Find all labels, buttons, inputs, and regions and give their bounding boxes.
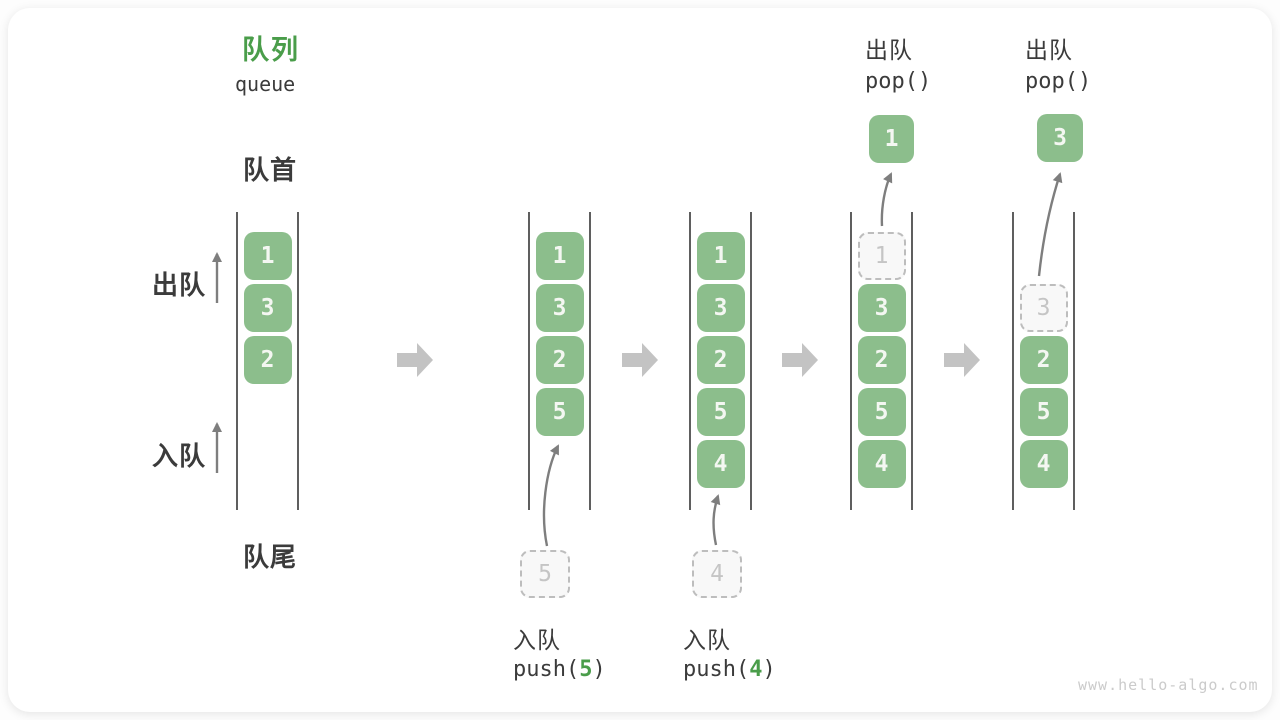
state-4-element-4: 4 bbox=[857, 440, 906, 488]
state-3-element-5: 5 bbox=[696, 388, 745, 436]
staged-element-5: 5 bbox=[520, 550, 570, 598]
label-queue-rear: 队尾 bbox=[243, 542, 298, 572]
enqueue-4-arrow bbox=[710, 494, 721, 546]
code-post: ) bbox=[762, 657, 776, 682]
next-state-arrow-1 bbox=[397, 343, 433, 377]
code-pre: push( bbox=[513, 657, 580, 682]
next-state-arrow-2 bbox=[622, 343, 658, 377]
title-zh: 队列 bbox=[242, 35, 300, 65]
code-arg: 5 bbox=[579, 657, 593, 682]
watermark: www.hello-algo.com bbox=[1078, 676, 1259, 694]
code-pre: push( bbox=[683, 657, 750, 682]
state-4-element-2: 2 bbox=[857, 336, 906, 384]
element-flow-arrows bbox=[212, 172, 1063, 547]
enqueue-op-1-code: push(5) bbox=[513, 657, 606, 682]
state-3-element-1: 1 bbox=[696, 232, 745, 280]
enqueue-op-2-label: 入队 bbox=[683, 627, 731, 653]
enqueue-5-arrow bbox=[542, 444, 560, 547]
state-4-element-5: 5 bbox=[857, 388, 906, 436]
state-1-element-3: 3 bbox=[243, 284, 292, 332]
state-1-element-2: 2 bbox=[243, 336, 292, 384]
state-2-element-2: 2 bbox=[535, 336, 584, 384]
label-queue-front: 队首 bbox=[243, 155, 298, 185]
popped-element-1: 1 bbox=[869, 115, 914, 163]
state-3-element-2: 2 bbox=[696, 336, 745, 384]
state-4-element-1: 1 bbox=[857, 232, 906, 280]
dequeue-3-arrow bbox=[1037, 172, 1063, 277]
next-state-arrow-3 bbox=[782, 343, 818, 377]
next-state-arrow-4 bbox=[944, 343, 980, 377]
state-1-element-1: 1 bbox=[243, 232, 292, 280]
code-post: ) bbox=[592, 657, 606, 682]
state-3-element-3: 3 bbox=[696, 284, 745, 332]
title-en: queue bbox=[235, 72, 296, 96]
state-5-element-4: 4 bbox=[1019, 440, 1068, 488]
label-dequeue-side: 出队 bbox=[152, 270, 207, 300]
state-5-element-3: 3 bbox=[1019, 284, 1068, 332]
code-arg: 4 bbox=[749, 657, 763, 682]
dequeue-op-1-code: pop() bbox=[865, 69, 932, 94]
staged-element-4: 4 bbox=[692, 550, 742, 598]
dequeue-op-2-code: pop() bbox=[1025, 69, 1092, 94]
state-2-element-1: 1 bbox=[535, 232, 584, 280]
label-enqueue-side: 入队 bbox=[152, 441, 207, 471]
queue-column-walls bbox=[236, 212, 1075, 510]
dequeue-op-1-label: 出队 bbox=[865, 37, 913, 63]
state-3-element-4: 4 bbox=[696, 440, 745, 488]
state-5-element-5: 5 bbox=[1019, 388, 1068, 436]
state-transition-arrows bbox=[397, 343, 980, 377]
dequeue-op-2-label: 出队 bbox=[1025, 37, 1073, 63]
state-2-element-3: 3 bbox=[535, 284, 584, 332]
state-4-element-3: 3 bbox=[857, 284, 906, 332]
state-5-element-2: 2 bbox=[1019, 336, 1068, 384]
dequeue-1-arrow bbox=[880, 172, 893, 227]
popped-element-3: 3 bbox=[1037, 114, 1083, 162]
state-2-element-5: 5 bbox=[535, 388, 584, 436]
enqueue-op-2-code: push(4) bbox=[683, 657, 776, 682]
enqueue-op-1-label: 入队 bbox=[513, 627, 561, 653]
